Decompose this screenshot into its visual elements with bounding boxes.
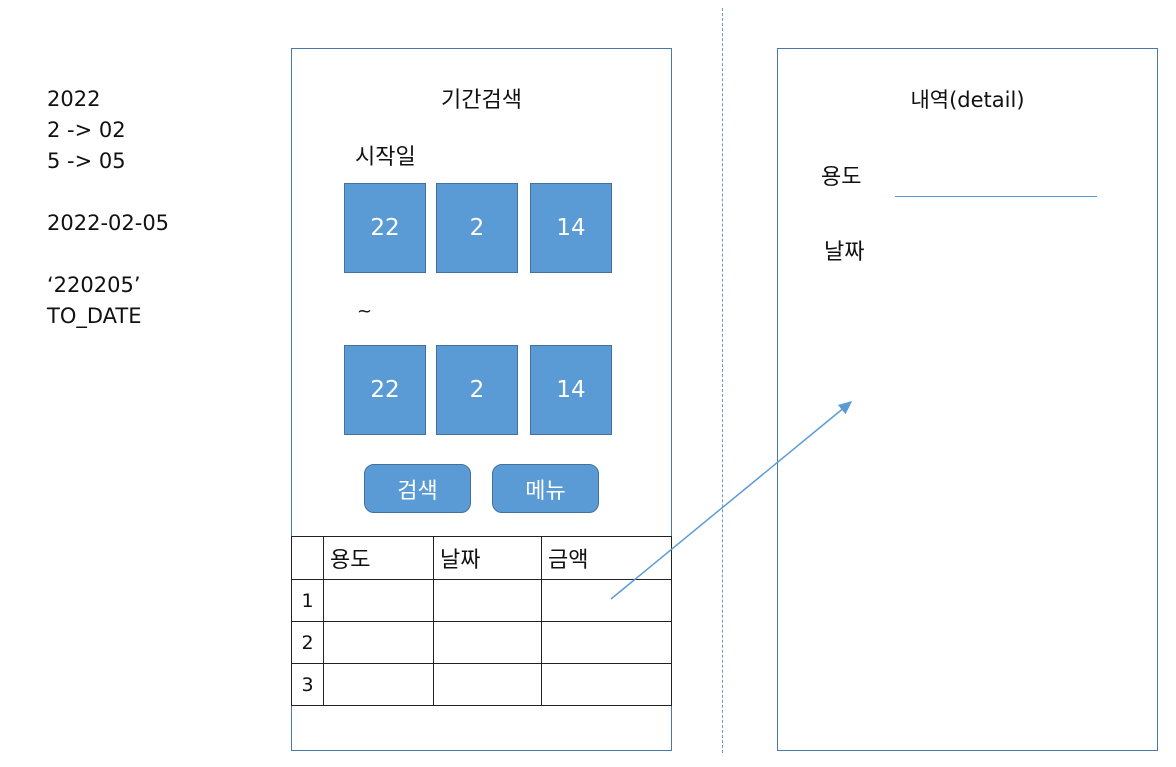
table-row[interactable]: 3 [291, 663, 672, 706]
results-table: 용도 날짜 금액 1 2 3 [291, 536, 672, 706]
notes-panel: 2022 2 -> 02 5 -> 05 2022-02-05 ‘220205’… [47, 84, 169, 332]
start-month-field[interactable]: 2 [436, 183, 518, 273]
note-line: 2022 [47, 87, 101, 111]
table-cell [541, 579, 672, 622]
note-line: 5 -> 05 [47, 149, 126, 173]
table-cell: 2 [291, 621, 324, 664]
table-header-row: 용도 날짜 금액 [291, 536, 672, 580]
note-line: 2022-02-05 [47, 211, 170, 235]
note-line [47, 239, 169, 270]
table-header-cell: 금액 [541, 536, 672, 580]
table-cell [541, 621, 672, 664]
start-date-label: 시작일 [355, 145, 416, 170]
detail-usage-label: 용도 [821, 165, 862, 190]
table-cell [323, 621, 434, 664]
table-cell [433, 621, 542, 664]
table-cell: 3 [291, 663, 324, 706]
table-header-cell: 용도 [323, 536, 434, 580]
search-button[interactable]: 검색 [364, 464, 471, 513]
table-cell [433, 663, 542, 706]
end-month-field[interactable]: 2 [436, 345, 518, 435]
note-line: 2 -> 02 [47, 118, 126, 142]
detail-screen: 내역(detail) 용도 날짜 [777, 48, 1158, 751]
end-year-field[interactable]: 22 [344, 345, 426, 435]
table-row[interactable]: 1 [291, 579, 672, 622]
note-line [47, 177, 169, 208]
table-row[interactable]: 2 [291, 621, 672, 664]
table-cell: 1 [291, 579, 324, 622]
search-screen-title: 기간검색 [441, 88, 522, 113]
screen-divider [722, 8, 723, 753]
menu-button[interactable]: 메뉴 [492, 464, 599, 513]
end-day-field[interactable]: 14 [530, 345, 612, 435]
table-cell [323, 663, 434, 706]
detail-screen-title: 내역(detail) [910, 88, 1025, 112]
detail-date-label: 날짜 [824, 240, 865, 265]
table-cell [323, 579, 434, 622]
note-line: TO_DATE [47, 304, 142, 328]
table-cell [433, 579, 542, 622]
note-line: ‘220205’ [47, 273, 141, 297]
range-separator: ~ [357, 301, 373, 322]
table-header-cell: 날짜 [433, 536, 542, 580]
detail-usage-field[interactable] [895, 196, 1097, 197]
table-cell [541, 663, 672, 706]
table-header-cell [291, 536, 324, 580]
start-year-field[interactable]: 22 [344, 183, 426, 273]
start-day-field[interactable]: 14 [530, 183, 612, 273]
search-screen: 기간검색 시작일 22 2 14 ~ 22 2 14 검색 메뉴 용도 날짜 금… [291, 48, 672, 751]
